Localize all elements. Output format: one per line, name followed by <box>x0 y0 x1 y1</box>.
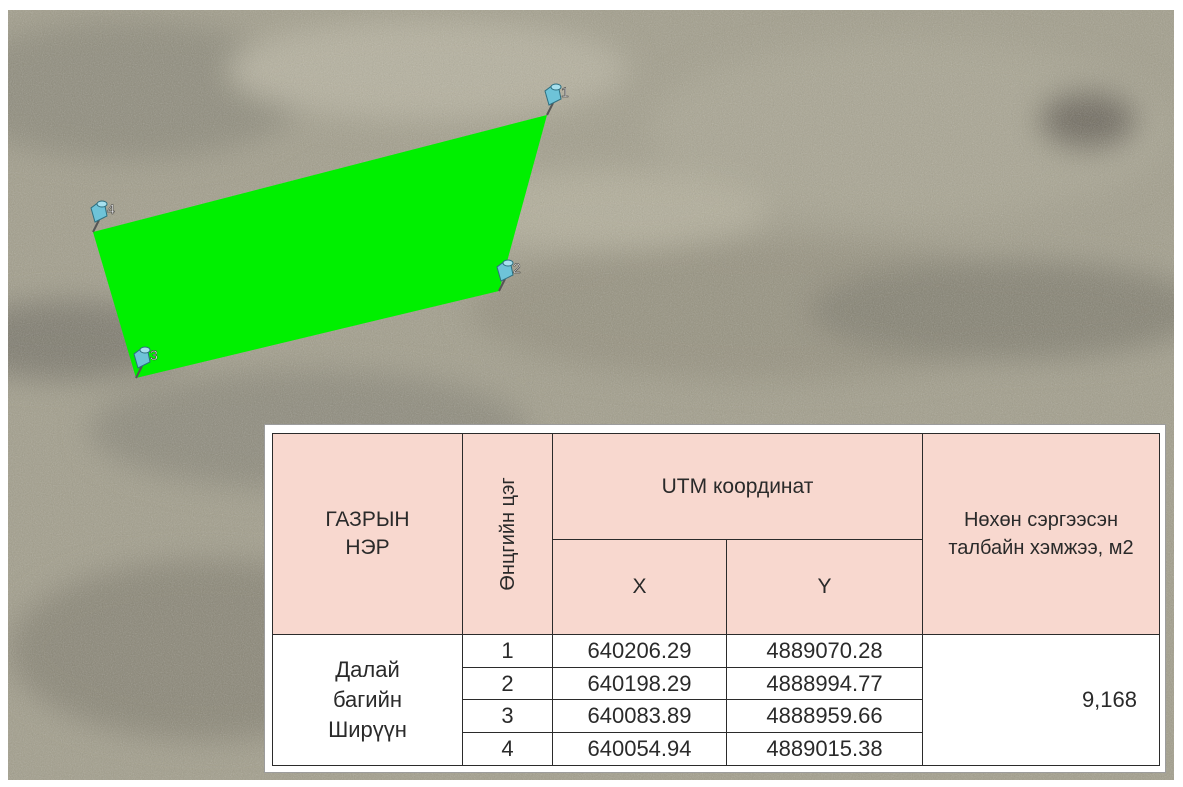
corner-point-label: 2 <box>513 260 521 276</box>
place-name-cell: Далай багийн Ширүүн <box>272 633 463 767</box>
coordinate-table: ГАЗРЫН НЭР Өнцгийн цэг UTM координат Нөх… <box>264 424 1166 773</box>
corner-point-label: 4 <box>107 201 115 217</box>
point-cell: 4 <box>462 732 553 766</box>
table-row: Далай багийн Ширүүн 1 640206.29 4889070.… <box>272 633 1160 767</box>
header-x: X <box>552 539 727 635</box>
pushpin-icon[interactable] <box>496 259 514 292</box>
table-row: 4 640054.94 4889015.38 <box>273 732 1160 766</box>
y-cell: 4889015.38 <box>726 732 923 766</box>
header-utm: UTM координат <box>552 432 923 541</box>
corner-point-label: 3 <box>150 347 158 363</box>
y-cell: 4889070.28 <box>726 633 923 668</box>
x-cell: 640083.89 <box>552 699 727 734</box>
area-value-cell: 9,168 <box>922 633 1160 767</box>
pushpin-icon[interactable] <box>90 200 108 233</box>
corner-point-label: 1 <box>561 84 569 100</box>
header-area: Нөхөн сэргээсэн талбайн хэмжээ, м2 <box>922 433 1160 635</box>
y-cell: 4888994.77 <box>726 666 923 701</box>
table-row: 2 640198.29 4888994.77 <box>273 666 1160 701</box>
table-row: 3 640083.89 4888959.66 <box>273 699 1160 734</box>
x-cell: 640206.29 <box>552 633 727 668</box>
point-cell: 3 <box>462 699 553 734</box>
header-y: Y <box>726 539 923 635</box>
point-cell: 1 <box>462 633 553 668</box>
x-cell: 640198.29 <box>552 666 727 701</box>
x-cell: 640054.94 <box>552 732 727 766</box>
header-corner-point: Өнцгийн цэг <box>462 433 553 635</box>
y-cell: 4888959.66 <box>726 699 923 734</box>
pushpin-icon[interactable] <box>133 346 151 379</box>
corner-pins: 1 2 3 4 <box>90 83 569 379</box>
reclaimed-parcel[interactable] <box>93 115 547 378</box>
point-cell: 2 <box>462 666 553 701</box>
header-place-name: ГАЗРЫН НЭР <box>272 433 463 635</box>
pushpin-icon[interactable] <box>544 83 562 116</box>
header-corner-point-label: Өнцгийн цэг <box>496 477 519 591</box>
